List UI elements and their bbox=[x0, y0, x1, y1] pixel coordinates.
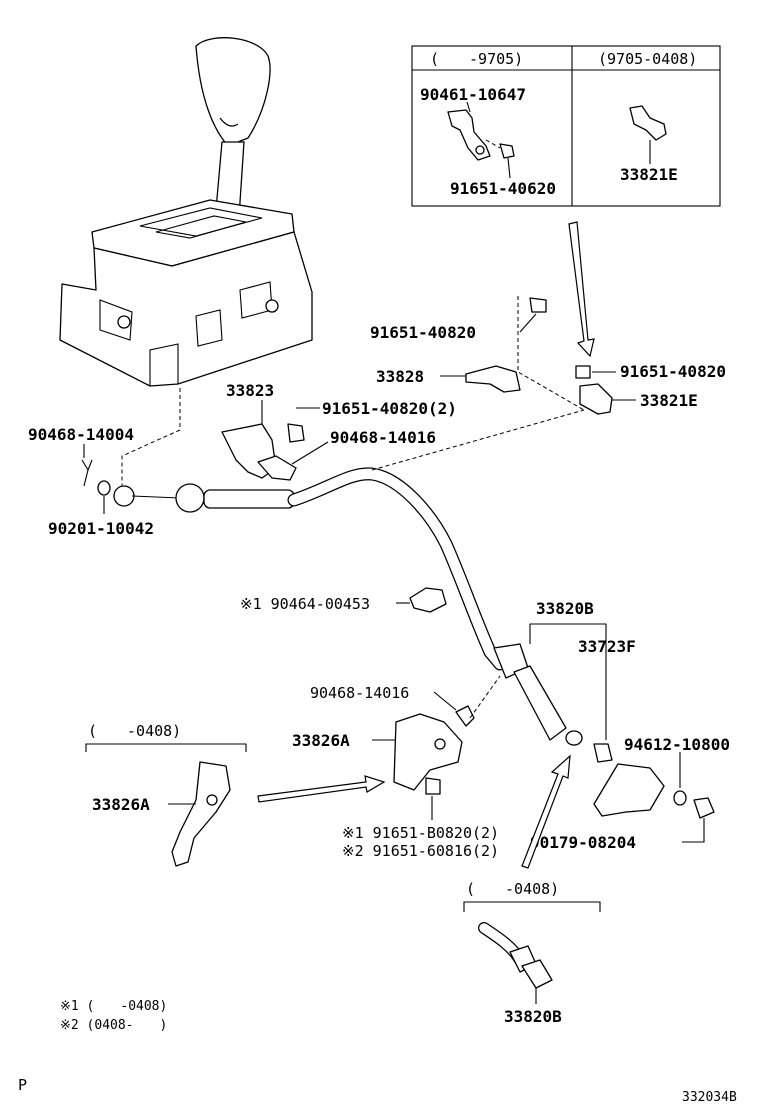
label-91651-60816: ※2 91651-60816(2) bbox=[342, 842, 499, 860]
footer-diagram-code: 332034B bbox=[682, 1090, 737, 1105]
clip-90468-14016-lower bbox=[455, 705, 475, 727]
inset-part-33821E: 33821E bbox=[620, 165, 678, 184]
inset-box: ( -9705) (9705-0408) 90461-10647 91651-4… bbox=[411, 45, 721, 207]
label-33826A-b: 33826A bbox=[92, 795, 150, 814]
inset-col2-header: (9705-0408) bbox=[598, 50, 697, 68]
shift-lever-assembly bbox=[59, 37, 313, 387]
clip-90468-14016 bbox=[257, 455, 297, 481]
range-0408-left: ( -0408) bbox=[88, 722, 181, 740]
clamp-90464-00453 bbox=[409, 587, 447, 613]
bolt-91651-40820-top bbox=[529, 297, 547, 313]
label-90468-14016-b: 90468-14016 bbox=[310, 684, 409, 702]
bracket-plate-right bbox=[593, 763, 665, 817]
note-2: ※2 (0408- ) bbox=[60, 1018, 167, 1033]
nut-90179-08204 bbox=[693, 797, 715, 819]
range-0408-bottom: ( -0408) bbox=[466, 880, 559, 898]
label-94612-10800: 94612-10800 bbox=[624, 735, 730, 754]
bracket-33828 bbox=[465, 365, 521, 393]
label-33820B-a: 33820B bbox=[536, 599, 594, 618]
bracket-33826A bbox=[393, 713, 463, 791]
bolt-91651-40820-2 bbox=[287, 423, 305, 443]
label-91651-40820-b: 91651-40820 bbox=[620, 362, 726, 381]
arrow-to-cable-end bbox=[521, 754, 571, 869]
transmission-control-cable bbox=[113, 467, 583, 746]
label-90464-00453: ※1 90464-00453 bbox=[240, 595, 370, 613]
label-90468-14004: 90468-14004 bbox=[28, 425, 134, 444]
label-33821E: 33821E bbox=[640, 391, 698, 410]
label-90201-10042: 90201-10042 bbox=[48, 519, 154, 538]
inset-part-90461-10647: 90461-10647 bbox=[420, 85, 526, 104]
shift-knob bbox=[195, 37, 271, 147]
bracket-33826A-old bbox=[171, 761, 231, 867]
inset-part-91651-40620: 91651-40620 bbox=[450, 179, 556, 198]
bolt-91651-B0820 bbox=[425, 777, 441, 795]
inset-col1-header: ( -9705) bbox=[430, 50, 523, 68]
pin-90468-14004 bbox=[81, 459, 93, 487]
label-33828: 33828 bbox=[376, 367, 424, 386]
label-91651-40820-2: 91651-40820(2) bbox=[322, 399, 457, 418]
inset-clip-part bbox=[629, 105, 667, 141]
bolt-91651-40820-right bbox=[575, 365, 591, 379]
label-33823: 33823 bbox=[226, 381, 274, 400]
note-1: ※1 ( -0408) bbox=[60, 999, 167, 1014]
label-91651-B0820: ※1 91651-B0820(2) bbox=[342, 824, 499, 842]
washer-90201-10042 bbox=[97, 480, 111, 496]
footer-left: P bbox=[18, 1076, 27, 1094]
label-33826A-a: 33826A bbox=[292, 731, 350, 750]
cable-bracket-33823 bbox=[221, 400, 297, 481]
inset-bolt-part bbox=[499, 143, 515, 159]
label-90468-14016-a: 90468-14016 bbox=[330, 428, 436, 447]
bolt-33723F bbox=[593, 743, 613, 763]
label-90179-08204: 90179-08204 bbox=[530, 833, 636, 852]
washer-94612-10800 bbox=[673, 790, 687, 806]
label-33723F: 33723F bbox=[578, 637, 636, 656]
clip-33821E bbox=[579, 383, 613, 415]
label-33820B-b: 33820B bbox=[504, 1007, 562, 1026]
inset-arrow bbox=[568, 221, 595, 358]
label-91651-40820-a: 91651-40820 bbox=[370, 323, 476, 342]
arrow-to-33826A bbox=[257, 775, 386, 803]
